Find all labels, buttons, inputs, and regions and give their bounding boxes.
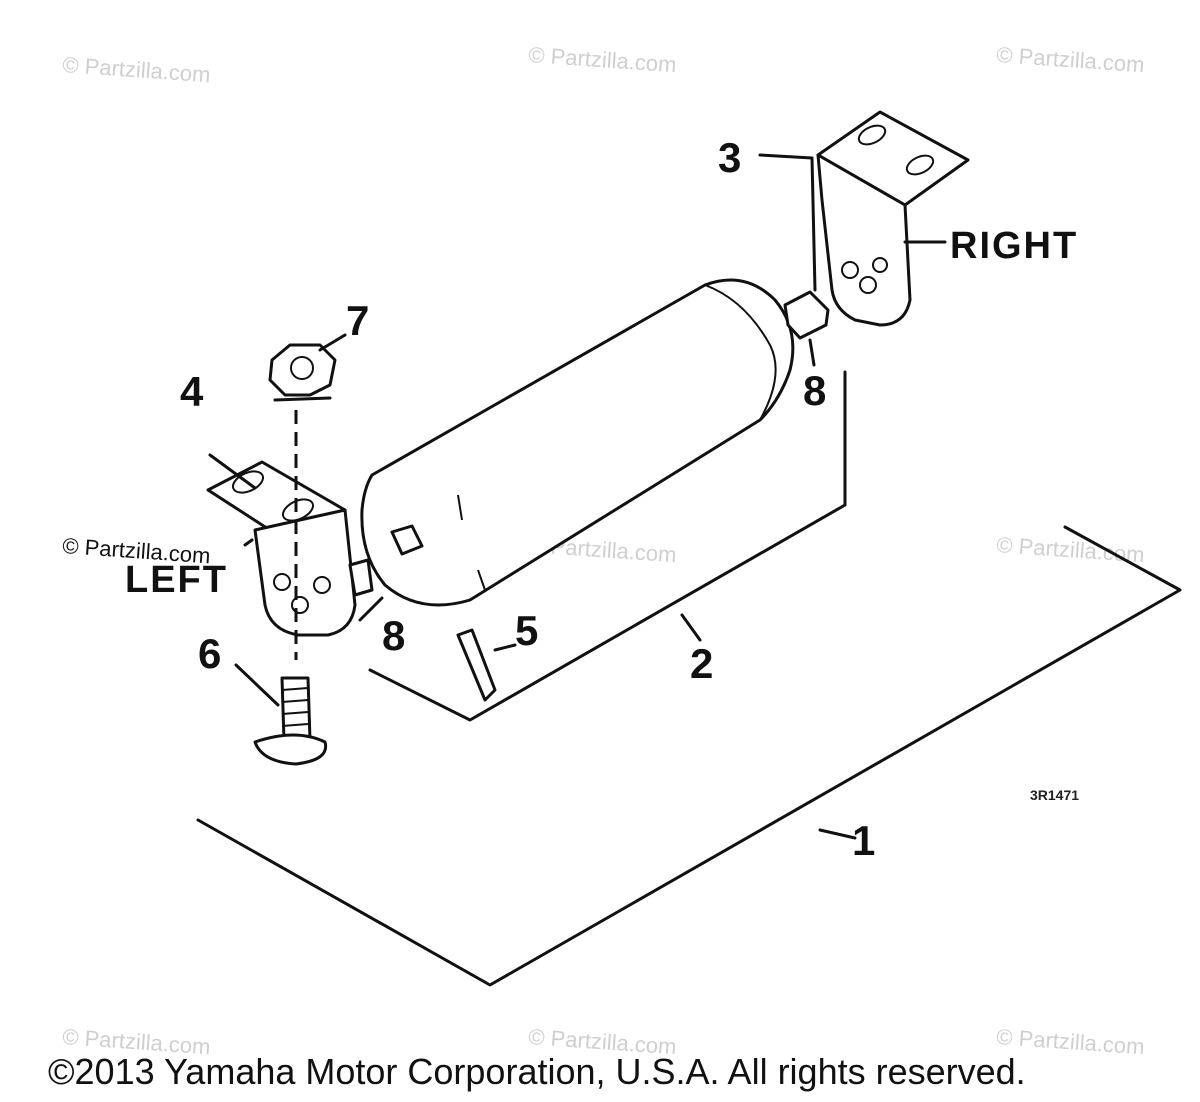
callout-2: 2 [690,640,713,687]
leader-lines [243,338,816,622]
watermark: © Partzilla.com [996,532,1146,567]
condenser-outline [368,370,847,722]
callout-8-left: 8 [382,612,405,659]
callout-1: 1 [852,817,875,864]
watermark: © Partzilla.com [62,52,212,87]
right-bracket-icon [758,110,970,327]
nut-icon [268,333,347,402]
watermark: © Partzilla.com [996,42,1146,77]
callout-3: 3 [718,134,741,181]
callout-4: 4 [180,368,204,415]
assembly-outline [196,525,1182,987]
callout-7: 7 [346,297,369,344]
callout-6: 6 [198,630,221,677]
label-left: LEFT [125,559,228,601]
screw-icon [456,628,517,702]
label-right: RIGHT [950,225,1078,267]
callout-5: 5 [515,607,538,654]
drawing-code: 3R1471 [1030,787,1079,803]
left-bracket-icon [206,453,374,637]
watermark: © Partzilla.com [528,42,678,77]
watermark: © Partzilla.com [62,533,212,568]
callout-8-right: 8 [803,367,826,414]
condenser-icon [360,278,830,607]
bolt-icon [234,663,328,766]
copyright-notice: ©2013 Yamaha Motor Corporation, U.S.A. A… [48,1051,1026,1092]
watermarks: © Partzilla.com © Partzilla.com © Partzi… [62,42,1146,1059]
